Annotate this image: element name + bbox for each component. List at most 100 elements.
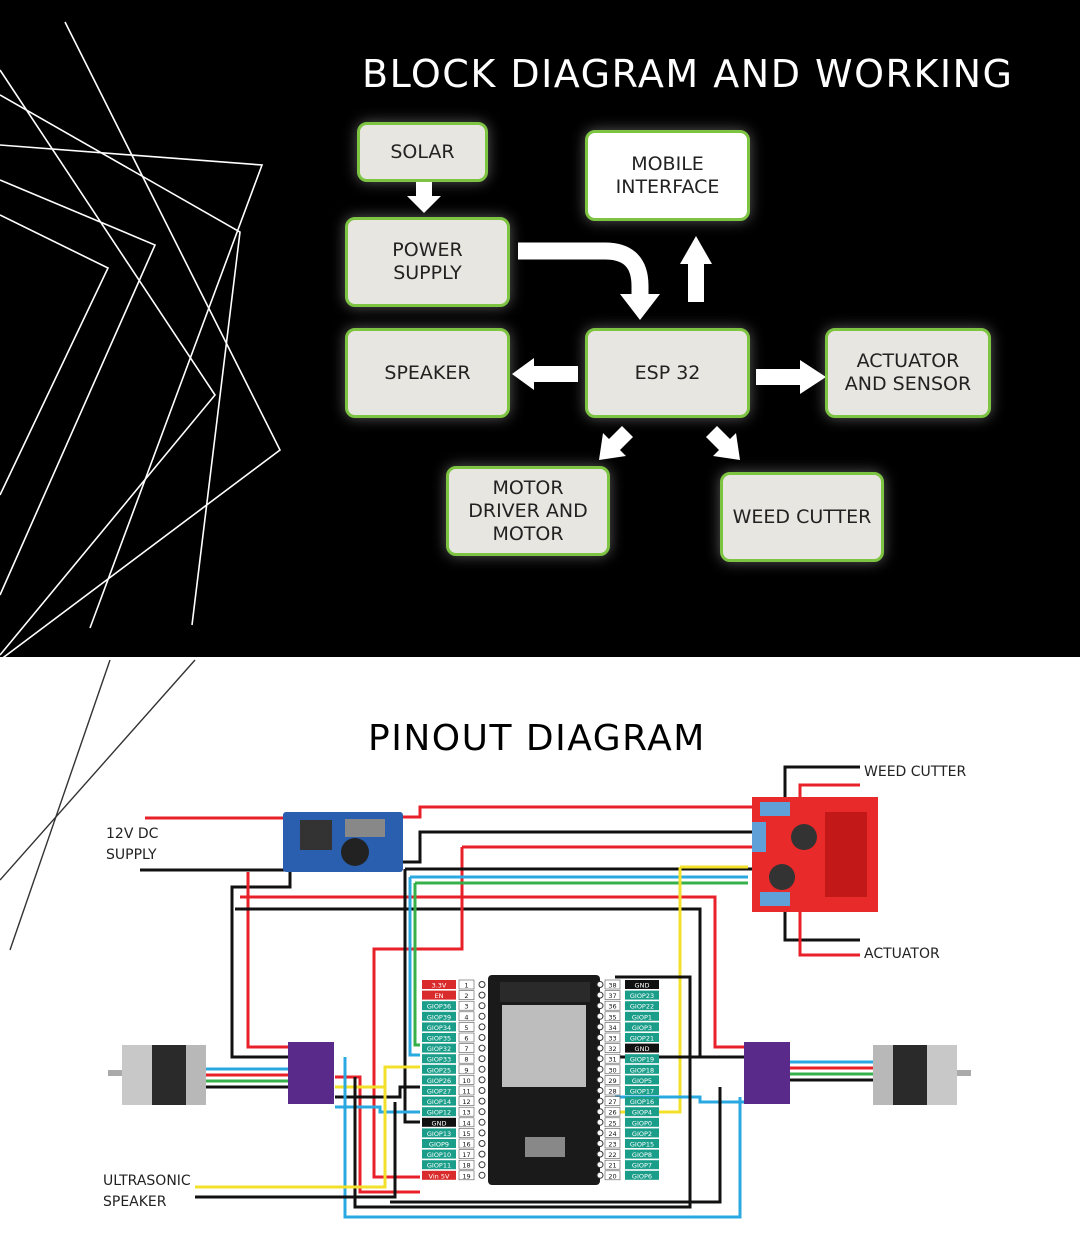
pin-name: GIOP18 bbox=[630, 1066, 654, 1074]
pin-hole bbox=[478, 1012, 486, 1020]
pin-tag bbox=[625, 980, 659, 989]
pin-number: 36 bbox=[608, 1003, 616, 1011]
arrow-esp32-to-weedcutter bbox=[706, 426, 740, 460]
pin-hole bbox=[478, 1108, 486, 1116]
pin-number: 18 bbox=[462, 1162, 470, 1170]
pin-name: GND bbox=[432, 1119, 447, 1127]
pin-number: 10 bbox=[462, 1077, 470, 1085]
pin-number: 33 bbox=[608, 1035, 616, 1043]
pin-name: 3.3V bbox=[432, 982, 447, 990]
esp32-block: ESP 32 bbox=[585, 328, 750, 418]
pin-hole bbox=[478, 1087, 486, 1094]
pin-number: 2 bbox=[464, 992, 468, 1000]
pin-hole bbox=[596, 1012, 604, 1020]
pin-number: 25 bbox=[608, 1119, 616, 1127]
pin-name: GIOP15 bbox=[630, 1141, 654, 1149]
pin-number: 5 bbox=[464, 1024, 468, 1032]
esp32-board bbox=[488, 975, 600, 1185]
pin-number-box bbox=[604, 1106, 621, 1117]
pin-number: 31 bbox=[608, 1056, 616, 1064]
pin-number-box bbox=[458, 979, 475, 990]
arrow-esp32-to-mobile bbox=[688, 262, 704, 302]
pin-number: 4 bbox=[464, 1013, 468, 1021]
pin-number-box bbox=[604, 1043, 621, 1053]
pin-tag bbox=[625, 1064, 659, 1074]
pin-hole bbox=[596, 981, 604, 988]
ultrasonic-label: ULTRASONIC SPEAKER bbox=[103, 1173, 191, 1210]
pin-name: GIOP19 bbox=[630, 1056, 654, 1064]
pin-tag bbox=[625, 1011, 659, 1021]
pin-hole bbox=[478, 1129, 486, 1137]
pin-hole bbox=[478, 1055, 486, 1063]
pin-hole bbox=[478, 1023, 486, 1031]
pin-tag bbox=[625, 1075, 659, 1085]
pin-tag bbox=[422, 1054, 456, 1064]
pin-name: GIOP1 bbox=[632, 1013, 652, 1021]
pin-name: GIOP39 bbox=[427, 1013, 451, 1021]
pin-number: 32 bbox=[608, 1045, 616, 1053]
pin-hole bbox=[478, 1076, 486, 1084]
pin-number: 6 bbox=[464, 1035, 468, 1043]
pin-number: 27 bbox=[608, 1098, 616, 1106]
pin-tag bbox=[625, 1170, 659, 1180]
pin-number-box bbox=[604, 1159, 621, 1170]
pin-tag bbox=[422, 1170, 456, 1180]
pin-hole bbox=[596, 1118, 604, 1126]
pin-hole bbox=[478, 1150, 486, 1158]
pin-name: GIOP32 bbox=[427, 1045, 451, 1053]
pin-number-box bbox=[604, 1032, 621, 1043]
pin-number: 23 bbox=[608, 1141, 616, 1149]
stepper-motor-left bbox=[108, 1045, 206, 1105]
pin-tag bbox=[422, 980, 456, 989]
stepper-motor-right bbox=[873, 1045, 971, 1105]
pin-number-box bbox=[458, 1000, 475, 1011]
pin-number-box bbox=[458, 1075, 475, 1085]
pin-number: 7 bbox=[464, 1045, 468, 1053]
wire-ultrasonic-black bbox=[195, 1102, 397, 1199]
pin-number: 11 bbox=[462, 1088, 470, 1096]
pin-hole bbox=[596, 1129, 604, 1137]
pin-number-box bbox=[604, 1022, 621, 1032]
pin-name: GIOP25 bbox=[427, 1066, 451, 1074]
pin-tag bbox=[625, 1107, 659, 1117]
pin-tag bbox=[625, 1033, 659, 1042]
arrow-power-to-esp32 bbox=[518, 242, 649, 298]
pin-hole bbox=[596, 1065, 604, 1073]
pin-number-box bbox=[458, 990, 475, 1000]
flow-arrows bbox=[407, 182, 826, 460]
pin-number-box bbox=[458, 1138, 475, 1149]
pin-name: GND bbox=[635, 1045, 650, 1053]
pin-number-box bbox=[458, 1085, 475, 1096]
pin-hole bbox=[478, 1002, 486, 1010]
pin-name: GIOP26 bbox=[427, 1077, 451, 1085]
pin-tag bbox=[422, 1096, 456, 1106]
pin-number: 26 bbox=[608, 1109, 616, 1117]
pin-number-box bbox=[458, 1170, 475, 1181]
pin-number: 34 bbox=[608, 1024, 616, 1032]
pin-name: GIOP7 bbox=[632, 1162, 652, 1170]
pin-number: 16 bbox=[462, 1141, 470, 1149]
pin-name: GIOP3 bbox=[632, 1024, 652, 1032]
block-diagram-section: BLOCK DIAGRAM AND WORKING SOLAR POWER SU… bbox=[0, 0, 1080, 657]
pin-number: 17 bbox=[462, 1151, 470, 1159]
pin-number-box bbox=[604, 1149, 621, 1159]
pin-number-box bbox=[604, 1011, 621, 1022]
pin-tag bbox=[422, 1022, 456, 1032]
motor-driver-board bbox=[752, 797, 878, 912]
pin-tag bbox=[422, 1075, 456, 1085]
pin-number-box bbox=[604, 1138, 621, 1149]
motor-driver-block: MOTOR DRIVER AND MOTOR bbox=[446, 466, 610, 556]
pin-tag bbox=[422, 1033, 456, 1042]
pin-number-box bbox=[604, 1128, 621, 1138]
pin-name: GIOP0 bbox=[632, 1119, 652, 1127]
pin-hole bbox=[596, 1002, 604, 1010]
pin-hole bbox=[596, 1150, 604, 1158]
pin-hole bbox=[596, 1055, 604, 1063]
pin-name: GIOP36 bbox=[427, 1003, 451, 1011]
pin-name: GIOP10 bbox=[427, 1151, 451, 1159]
pin-name: GIOP22 bbox=[630, 1003, 654, 1011]
pin-number-box bbox=[604, 979, 621, 990]
pin-number: 21 bbox=[608, 1162, 616, 1170]
pin-name: GIOP34 bbox=[427, 1024, 451, 1032]
